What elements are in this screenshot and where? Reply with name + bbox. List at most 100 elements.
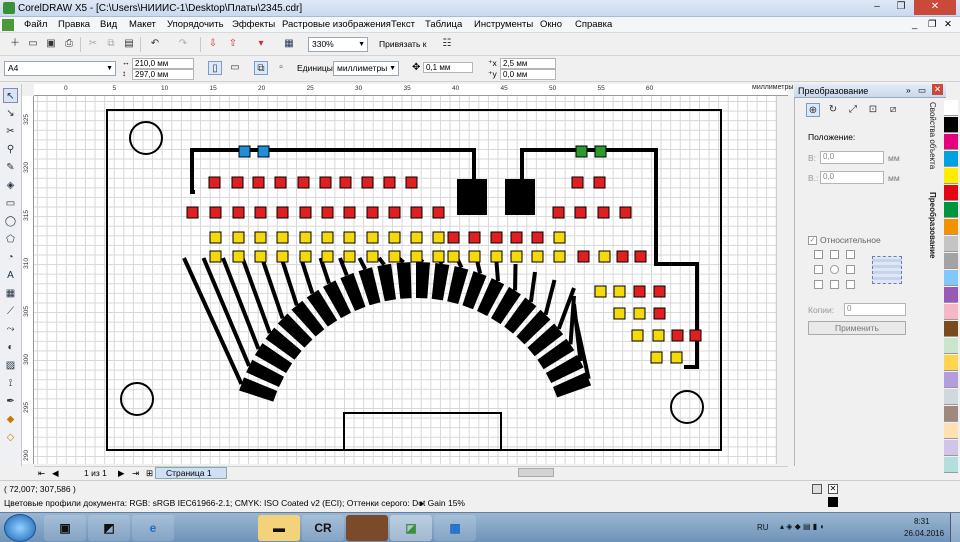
edge-finger[interactable] (516, 309, 551, 345)
pick-tool-icon[interactable]: ↖ (3, 88, 18, 103)
tab-transformation[interactable]: Преобразование (928, 192, 937, 259)
pad-yellow[interactable] (254, 231, 267, 244)
units-combo[interactable]: миллиметры▼ (333, 61, 399, 76)
pad-yellow[interactable] (366, 250, 379, 263)
anchor-point-checkbox[interactable] (846, 250, 855, 259)
pad-yellow[interactable] (232, 250, 245, 263)
palette-swatch[interactable] (944, 270, 958, 286)
zoom-tool-icon[interactable]: ⚲ (6, 144, 15, 155)
connector-block[interactable] (505, 179, 535, 215)
edge-finger[interactable] (396, 262, 412, 299)
pad-red[interactable] (405, 176, 418, 189)
pad-yellow[interactable] (209, 231, 222, 244)
mounting-hole-top-left[interactable] (129, 121, 163, 155)
page-height-field[interactable]: 297,0 мм (132, 69, 194, 80)
clock-date[interactable]: 26.04.2016 (904, 529, 945, 538)
palette-swatch[interactable] (944, 406, 958, 422)
profiles-arrow-icon[interactable]: ▸ (420, 498, 425, 508)
pad-yellow[interactable] (447, 250, 460, 263)
pad-red[interactable] (653, 285, 666, 298)
copies-field[interactable]: 0 (844, 303, 906, 316)
landscape-icon[interactable]: ▭ (230, 62, 240, 73)
edge-finger[interactable] (553, 372, 592, 398)
menu-file[interactable]: Файл (24, 19, 48, 30)
stamp-icon[interactable]: ◪ (390, 515, 432, 541)
coreldraw-app-icon[interactable] (3, 2, 15, 14)
color-profiles-text[interactable]: Цветовые профили документа: RGB: sRGB IE… (4, 498, 465, 508)
folder-icon[interactable]: ▬ (258, 515, 300, 541)
pad-yellow[interactable] (633, 307, 646, 320)
edge-finger[interactable] (377, 263, 396, 302)
edge-finger[interactable] (462, 271, 487, 310)
palette-swatch[interactable] (944, 321, 958, 337)
menu-window[interactable]: Окно (540, 19, 563, 30)
pad-yellow[interactable] (432, 250, 445, 263)
export-icon[interactable]: ⇧ (228, 38, 238, 49)
outline-tool-icon[interactable]: ✒ (6, 396, 15, 407)
pad-yellow[interactable] (388, 231, 401, 244)
trace[interactable] (513, 263, 518, 291)
pad-red[interactable] (186, 206, 199, 219)
pad-red[interactable] (531, 231, 544, 244)
pad-red[interactable] (616, 250, 629, 263)
edge-finger[interactable] (504, 297, 537, 334)
edge-finger[interactable] (265, 327, 302, 360)
vertical-scrollbar[interactable] (776, 96, 788, 464)
pad-blue[interactable] (257, 145, 270, 158)
trace[interactable] (543, 279, 557, 316)
nudge-field[interactable]: 0,1 мм (423, 62, 473, 73)
pad-yellow[interactable] (276, 231, 289, 244)
menu-text[interactable]: Текст (391, 19, 415, 30)
pad-red[interactable] (297, 176, 310, 189)
edge-finger[interactable] (254, 343, 293, 373)
first-page-icon[interactable]: ⇤ (38, 468, 46, 478)
pad-yellow[interactable] (432, 231, 445, 244)
pad-red[interactable] (510, 231, 523, 244)
anchor-point-checkbox[interactable] (830, 280, 839, 289)
pad-yellow[interactable] (388, 250, 401, 263)
palette-swatch[interactable] (944, 219, 958, 235)
zoom-combo[interactable]: 330%▼ (308, 37, 368, 52)
pad-yellow[interactable] (276, 250, 289, 263)
anchor-point-checkbox[interactable] (814, 280, 823, 289)
edge-finger[interactable] (358, 267, 381, 306)
welcome-screen-icon[interactable]: ▦ (284, 38, 294, 49)
menu-help[interactable]: Справка (575, 19, 613, 30)
dimension-tool-icon[interactable]: ⟋ (7, 306, 14, 317)
position-y-field[interactable]: 0,0 (820, 171, 884, 184)
page-width-field[interactable]: 210,0 мм (132, 58, 194, 69)
prev-page-icon[interactable]: ◀ (52, 468, 59, 478)
palette-swatch[interactable] (944, 457, 958, 473)
pad-red[interactable] (571, 176, 584, 189)
save-icon[interactable]: ▣ (46, 38, 56, 49)
docker-minimize-icon[interactable]: ▭ (918, 85, 927, 95)
pad-yellow[interactable] (553, 250, 566, 263)
menu-effects[interactable]: Эффекты (232, 19, 276, 30)
pad-red[interactable] (383, 176, 396, 189)
pad-red[interactable] (361, 176, 374, 189)
pad-yellow[interactable] (321, 231, 334, 244)
trace[interactable] (572, 311, 591, 380)
crop-tool-icon[interactable]: ✂ (6, 126, 15, 137)
anchor-point-checkbox[interactable] (830, 250, 839, 259)
start-button[interactable] (4, 514, 36, 542)
trace[interactable] (190, 148, 476, 194)
document-icon[interactable] (2, 19, 14, 31)
pad-yellow[interactable] (652, 329, 665, 342)
trace[interactable] (279, 257, 299, 306)
pad-red[interactable] (447, 231, 460, 244)
palette-swatch[interactable] (944, 100, 958, 116)
pad-yellow[interactable] (613, 307, 626, 320)
undo-icon[interactable]: ↶ (150, 38, 160, 49)
pad-red[interactable] (299, 206, 312, 219)
pad-yellow[interactable] (594, 285, 607, 298)
rectangle-tool-icon[interactable]: ▭ (5, 198, 16, 209)
anchor-point-checkbox[interactable] (846, 280, 855, 289)
pad-red[interactable] (597, 206, 610, 219)
pad-red[interactable] (410, 206, 423, 219)
doc-close-button[interactable]: ✕ (944, 19, 952, 30)
pad-yellow[interactable] (468, 250, 481, 263)
restore-button[interactable]: ❐ (896, 1, 906, 12)
